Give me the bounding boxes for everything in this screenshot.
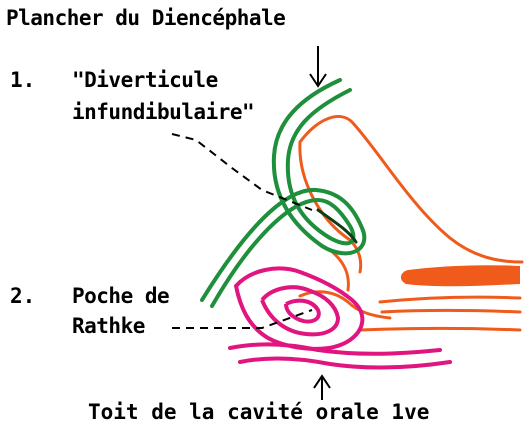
arrow-up-icon — [314, 376, 330, 400]
rathke-pouch-outer — [236, 268, 362, 348]
rathke-label-line2: Rathke — [72, 316, 145, 337]
arrow-down-icon — [310, 46, 326, 86]
rathke-label-line1: Poche de — [72, 286, 169, 307]
diencephalon-floor-label: Plancher du Diencéphale — [6, 8, 285, 29]
lower-band-mid — [382, 311, 520, 313]
diverticulum-label-line2: infundibulaire" — [72, 102, 254, 123]
item1-number: 1. — [10, 70, 35, 91]
oral-roof-label: Toit de la cavité orale 1ve — [88, 402, 429, 423]
diverticulum-label-line1: "Diverticule — [72, 70, 218, 91]
rathke-pouch-core — [286, 301, 319, 322]
lower-band-top — [380, 297, 520, 302]
lower-band-bottom — [360, 329, 520, 331]
infundibulum-inner-orange — [330, 250, 348, 290]
oral-roof-lower — [240, 358, 450, 367]
rathke-pouch-inner — [262, 287, 338, 334]
notochord-band — [401, 265, 520, 286]
item2-number: 2. — [10, 286, 35, 307]
